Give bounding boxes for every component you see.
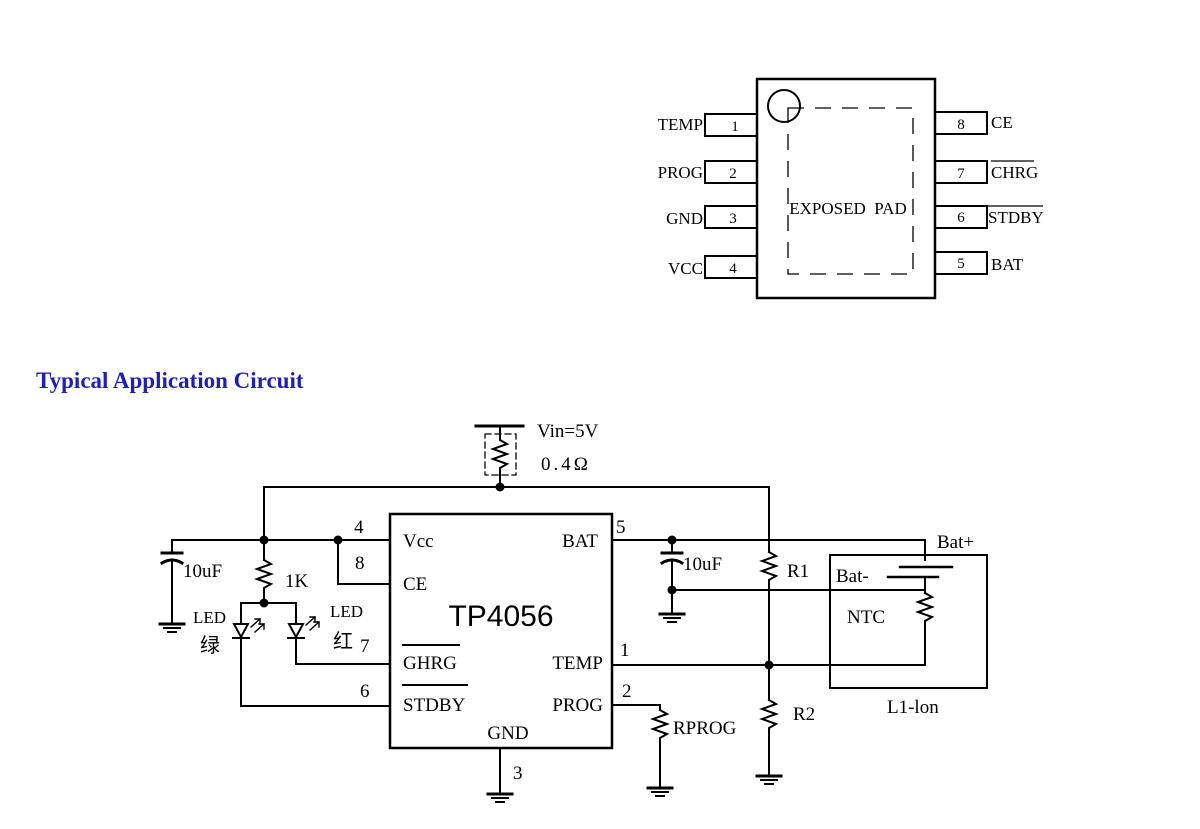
package-labels: EXPOSED PAD TEMP PROG GND VCC CE CHRG ST…: [658, 113, 1044, 278]
circuit-pin-numbers: 4 8 7 6 3 5 1 2: [354, 517, 632, 784]
circuit-pin-3: 3: [513, 763, 523, 784]
led-red-color: 红: [333, 630, 353, 653]
r2-label: R2: [793, 704, 815, 725]
led-green-label: LED: [193, 608, 226, 627]
pin-number-1: 1: [731, 119, 739, 135]
ntc-resistor: [915, 591, 935, 633]
ce-wire: [337, 539, 391, 585]
pin-name-4: VCC: [668, 259, 703, 278]
ic-pin-ce: CE: [403, 574, 427, 595]
ic-pin-prog: PROG: [552, 695, 603, 716]
led-red-wire: [295, 637, 391, 665]
pin-name-2: PROG: [658, 163, 703, 182]
vin-label: Vin=5V: [537, 421, 599, 442]
resistor-1k-label: 1K: [285, 571, 309, 592]
sense-resistor-label: 0.4Ω: [541, 454, 591, 475]
prog-wire: [611, 704, 661, 711]
ic-pin-temp: TEMP: [552, 653, 603, 674]
rail-node-vin: [495, 482, 505, 492]
package-body: [755, 77, 937, 300]
resistor-1k: [254, 558, 274, 604]
circuit-pin-5: 5: [616, 517, 626, 538]
ic-name: TP4056: [448, 600, 553, 633]
ic-pin-ghrg: GHRG: [403, 653, 457, 674]
pin-box-1: [704, 113, 758, 137]
pin-box-6: [934, 205, 988, 229]
pin-name-1: TEMP: [658, 115, 703, 134]
package-pin-numbers: 1 2 3 4 8 7 6 5: [729, 117, 965, 277]
battery-pack-label: L1-lon: [887, 697, 939, 718]
circuit-wires: [158, 424, 988, 803]
led-red: [287, 623, 305, 640]
cap-in-label: 10uF: [183, 561, 222, 582]
pin-box-3: [704, 205, 758, 229]
pin-box-4: [704, 255, 758, 279]
ntc-label: NTC: [847, 607, 885, 628]
pin-box-5: [934, 251, 988, 275]
exposed-pad-label: EXPOSED PAD: [789, 199, 906, 218]
ic-pin-bat: BAT: [562, 531, 598, 552]
component-labels: Vin=5V 0.4Ω 10uF 1K LED 绿 LED 红 10uF R1 …: [183, 421, 974, 739]
pin-name-7: CHRG: [991, 163, 1038, 182]
pin-name-5: BAT: [991, 255, 1024, 274]
circuit-pin-1: 1: [620, 640, 630, 661]
pin-box-7: [934, 160, 988, 184]
ic-pin-gnd: GND: [487, 723, 528, 744]
ic-pin-vcc: Vcc: [403, 531, 434, 552]
pin-name-6: STDBY: [988, 208, 1044, 227]
r1-label: R1: [787, 561, 809, 582]
led-red-label: LED: [330, 602, 363, 621]
led-node: [259, 598, 269, 608]
ic-labels: Vcc CE GHRG STDBY GND BAT TEMP PROG: [403, 531, 603, 744]
exposed-pad-outline: [787, 107, 914, 275]
bat-minus-label: Bat-: [836, 566, 869, 587]
bat-plus-label: Bat+: [937, 532, 974, 553]
circuit-pin-2: 2: [622, 681, 632, 702]
pin-number-5: 5: [957, 256, 965, 272]
cap-out-label: 10uF: [683, 554, 722, 575]
pin-number-8: 8: [957, 117, 965, 133]
pin-number-7: 7: [957, 166, 965, 182]
pin-box-8: [934, 111, 988, 135]
pin1-marker: [767, 89, 801, 123]
pin-number-3: 3: [729, 211, 737, 227]
circuit-pin-7: 7: [360, 636, 370, 657]
circuit-pin-8: 8: [355, 553, 365, 574]
resistor-rprog: [650, 708, 670, 789]
pin-number-6: 6: [957, 210, 965, 226]
package-diagram: [704, 77, 988, 300]
circuit-pin-4: 4: [354, 517, 364, 538]
circuit-pin-6: 6: [360, 681, 370, 702]
pin-number-4: 4: [729, 261, 737, 277]
pin-name-8: CE: [991, 113, 1013, 132]
bat-minus-node: [667, 585, 677, 595]
led-green-wire: [240, 637, 391, 707]
resistor-r2: [759, 698, 779, 777]
pin-box-2: [704, 160, 758, 184]
sense-resistor: [490, 433, 510, 488]
pin-name-3: GND: [666, 209, 703, 228]
resistor-r1: [759, 550, 779, 701]
section-title: Typical Application Circuit: [36, 368, 304, 393]
ic-pin-stdby: STDBY: [403, 695, 466, 716]
led-green-color: 绿: [200, 634, 220, 657]
led-green: [232, 623, 250, 640]
ce-node: [333, 535, 343, 545]
pin-number-2: 2: [729, 166, 737, 182]
battery-pack-box: [829, 554, 988, 689]
rprog-label: RPROG: [673, 718, 737, 739]
